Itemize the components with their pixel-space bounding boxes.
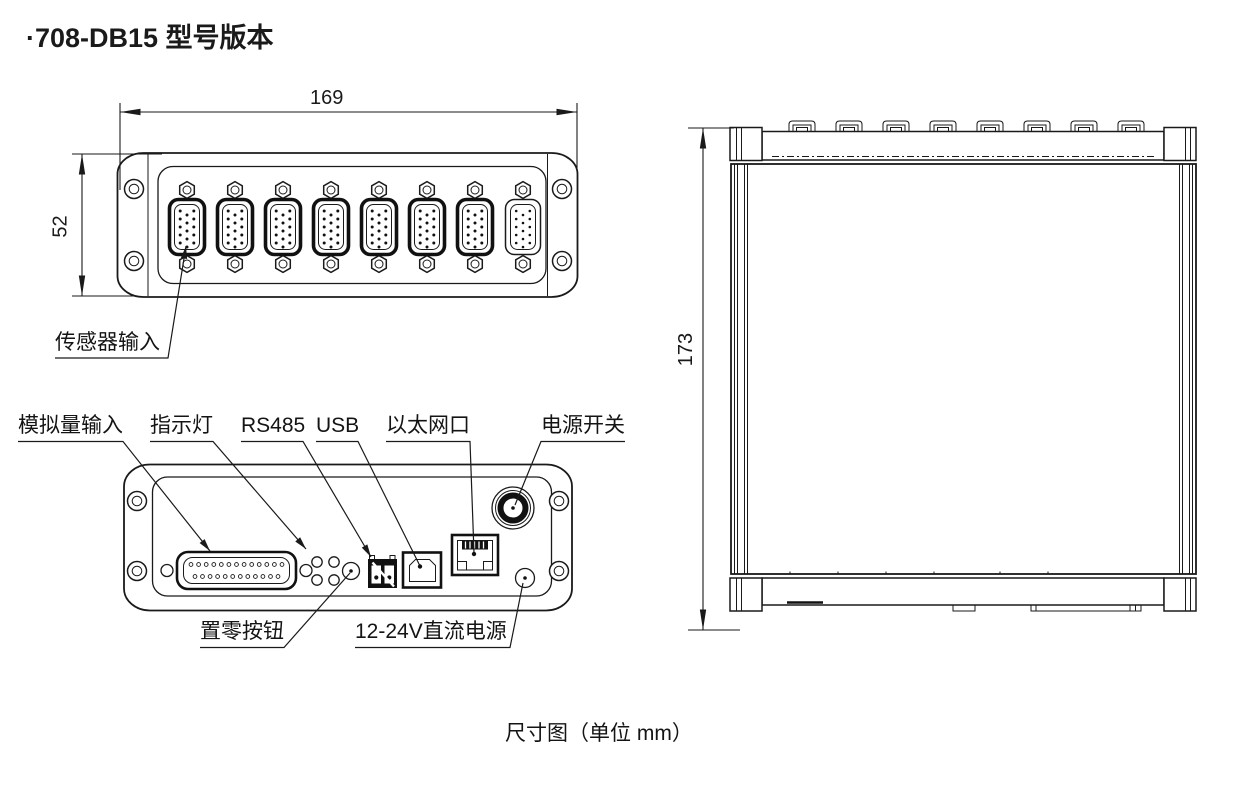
rear-view [18,440,625,649]
connector-bumps [788,120,1145,132]
front-panel [157,165,547,285]
indicator-leds [311,556,340,586]
leader-power-switch [514,440,625,506]
db15-connector [167,197,207,257]
leader-sensor-input [55,245,188,359]
rs485-terminal [368,555,397,588]
dimension-depth [688,127,740,631]
dimension-width [119,103,578,190]
db15-connector [311,197,351,257]
leader-analog-input [18,440,211,552]
leader-usb [316,440,421,567]
dim-height-value: 52 [49,215,72,238]
db25-analog-connector [160,550,313,591]
db15-connector [407,197,447,257]
page-title: ·708-DB15 型号版本 [26,23,274,53]
top-body [730,163,1197,575]
label-analog-input: 模拟量输入 [18,414,123,437]
db15-connector [263,197,303,257]
front-view [55,103,579,359]
label-indicator-light: 指示灯 [150,414,213,437]
label-zero-button: 置零按钮 [200,620,284,643]
leader-dc-power [355,582,524,649]
label-power-switch: 电源开关 [541,414,625,437]
rear-corner-screws [126,490,570,582]
leader-rs485 [241,440,372,558]
power-switch [491,486,535,530]
db15-connector [504,198,542,256]
leader-indicator [150,440,307,550]
label-rs485: RS485 [241,414,306,437]
top-view [688,120,1197,631]
db15-connector [215,197,255,257]
dim-depth-value: 173 [675,332,698,367]
zero-button [341,561,361,581]
label-usb: USB [316,414,360,437]
dc-power-jack [514,567,536,589]
usb-port [401,551,443,589]
label-ethernet: 以太网口 [386,414,470,437]
leader-ethernet [386,440,475,554]
dim-width-value: 169 [310,87,344,109]
caption: 尺寸图（单位 mm） [505,722,693,745]
db15-connector [455,197,495,257]
db15-connector [359,197,399,257]
front-corner-screws [123,178,573,272]
label-dc-power: 12-24V直流电源 [355,620,507,643]
rear-leaders [18,440,625,649]
rear-panel [151,476,553,597]
leader-zero-button [200,572,351,649]
dimension-height [72,153,162,297]
label-sensor-input: 传感器输入 [55,331,160,354]
